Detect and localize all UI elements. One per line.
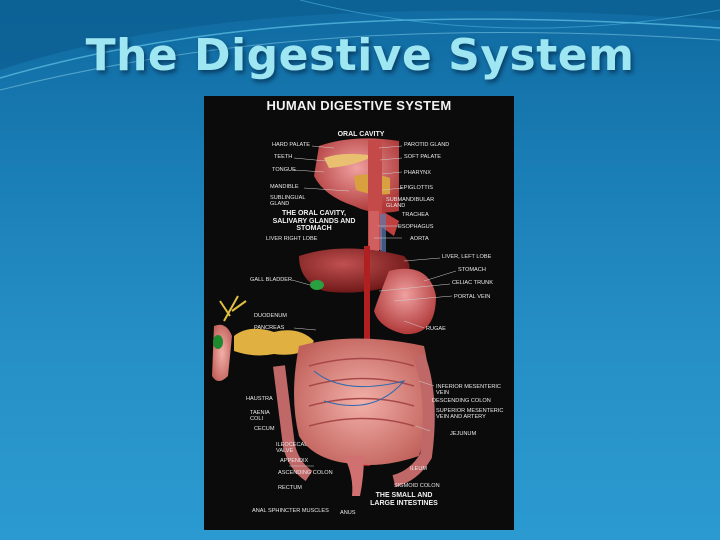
section-intestines: THE SMALL AND LARGE INTESTINES — [370, 492, 438, 507]
label-sublingual: SUBLINGUAL GLAND — [270, 195, 306, 207]
label-rectum: RECTUM — [278, 485, 302, 491]
label-superior-mesenteric: SUPERIOR MESENTERIC VEIN AND ARTERY — [436, 408, 504, 420]
label-haustra: HAUSTRA — [246, 396, 273, 402]
label-teeth: TEETH — [274, 154, 293, 160]
label-inferior-mesenteric-vein: INFERIOR MESENTERIC VEIN — [436, 384, 501, 396]
label-ileocecal-valve: ILEOCECAL VALVE — [276, 442, 308, 454]
poster-title: HUMAN DIGESTIVE SYSTEM — [266, 98, 452, 113]
label-hard-palate: HARD PALATE — [272, 142, 311, 148]
label-gall-bladder: GALL BLADDER — [250, 277, 293, 283]
label-trachea: TRACHEA — [402, 212, 429, 218]
label-submandibular: SUBMANDIBULAR GLAND — [386, 197, 435, 209]
label-stomach: STOMACH — [458, 267, 486, 273]
label-anus: ANUS — [340, 510, 356, 516]
header-swoosh — [0, 0, 720, 91]
label-mandible: MANDIBLE — [270, 184, 299, 190]
label-epiglottis: EPIGLOTTIS — [400, 185, 433, 191]
label-liver-right: LIVER RIGHT LOBE — [266, 236, 318, 242]
label-celiac-trunk: CELIAC TRUNK — [452, 280, 493, 286]
label-ascending-colon: ASCENDING COLON — [278, 470, 333, 476]
label-parotid-gland: PAROTID GLAND — [404, 142, 450, 148]
slide-title: The Digestive System — [85, 30, 635, 81]
label-sigmoid-colon: SIGMOID COLON — [394, 483, 440, 489]
label-pharynx: PHARYNX — [404, 170, 431, 176]
label-tongue: TONGUE — [272, 167, 296, 173]
section-oral-cavity: ORAL CAVITY — [337, 131, 385, 138]
label-anal-sphincter: ANAL SPHINCTER MUSCLES — [252, 508, 329, 514]
label-liver-left-lobe: LIVER, LEFT LOBE — [442, 254, 492, 260]
label-ileum: ILEUM — [410, 466, 428, 472]
label-portal-vein: PORTAL VEIN — [454, 294, 491, 300]
label-aorta: AORTA — [410, 236, 429, 242]
anatomy-illustration — [212, 138, 457, 496]
label-pancreas: PANCREAS — [254, 325, 285, 331]
digestive-system-poster: HUMAN DIGESTIVE SYSTEM ORAL CAVITY THE O… — [204, 96, 514, 530]
label-esophagus: ESOPHAGUS — [398, 224, 434, 230]
label-rugae: RUGAE — [426, 326, 446, 332]
label-jejunum: JEJUNUM — [450, 431, 477, 437]
label-descending-colon: DESCENDING COLON — [432, 398, 491, 404]
section-oral-stomach: THE ORAL CAVITY, SALIVARY GLANDS AND STO… — [272, 210, 356, 232]
label-appendix: APPENDIX — [280, 458, 309, 464]
label-taenia-coli: TAENIA COLI — [250, 410, 270, 422]
label-duodenum: DUODENUM — [254, 313, 287, 319]
label-soft-palate: SOFT PALATE — [404, 154, 441, 160]
label-cecum: CECUM — [254, 426, 275, 432]
